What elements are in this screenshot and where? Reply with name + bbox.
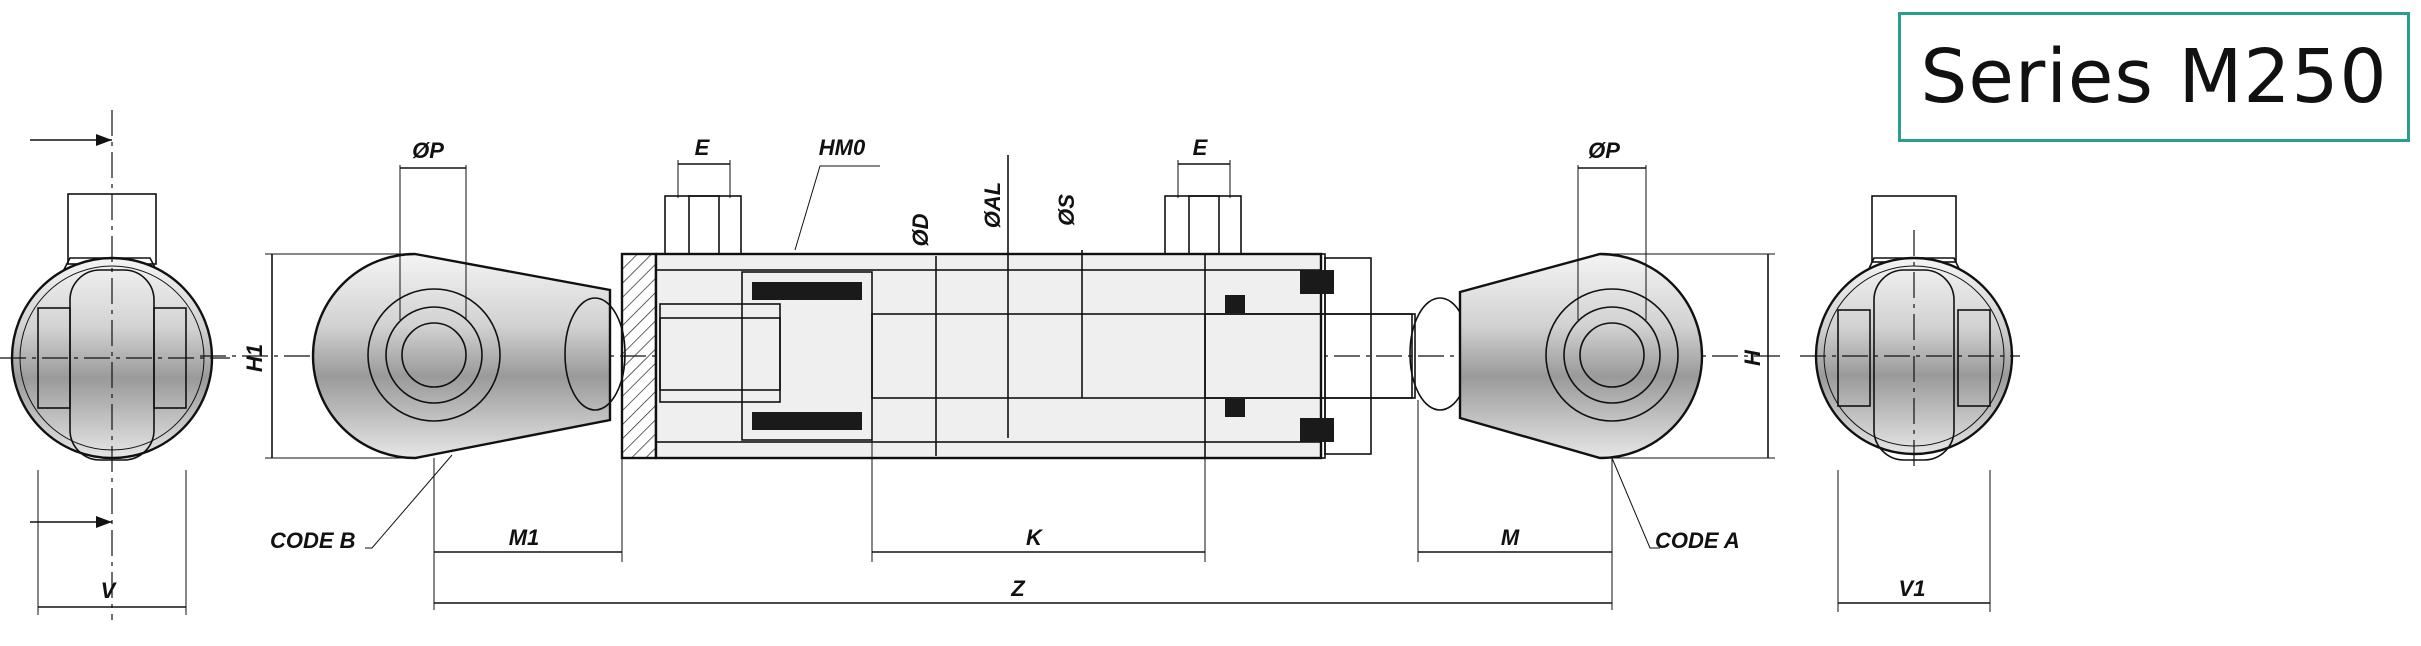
- label-code-a: CODE A: [1655, 528, 1740, 553]
- series-title: Series M250: [1920, 34, 2388, 120]
- label-h: H: [1740, 349, 1765, 366]
- dim-phi-p-right: [1577, 165, 1647, 320]
- label-m: M: [1501, 525, 1520, 550]
- label-k: K: [1026, 525, 1044, 550]
- label-phi-s: ØS: [1054, 194, 1079, 226]
- dim-h1: [265, 253, 415, 459]
- dim-phi-p-left: [399, 165, 467, 320]
- cylinder-body: [200, 195, 1780, 460]
- label-phi-al: ØAL: [980, 182, 1005, 228]
- label-m1: M1: [509, 525, 540, 550]
- left-side-view: [0, 110, 230, 620]
- label-e-right: E: [1193, 135, 1209, 160]
- series-title-box: Series M250: [1898, 12, 2410, 142]
- dim-h: [1610, 253, 1775, 459]
- label-phi-p-left: ØP: [412, 138, 444, 163]
- extension-lines: [433, 400, 1613, 610]
- label-phi-d: ØD: [908, 213, 933, 246]
- dim-e-left: [677, 160, 731, 198]
- label-hm0: HM0: [819, 135, 866, 160]
- label-phi-p-right: ØP: [1588, 138, 1620, 163]
- leader-code-a: [1611, 457, 1660, 549]
- dim-v1: V1: [1899, 576, 1926, 601]
- right-side-view: [1800, 195, 2020, 612]
- label-code-b: CODE B: [270, 528, 356, 553]
- leader-code-b: [365, 454, 453, 549]
- leader-hm0: [794, 165, 880, 251]
- label-h1: H1: [242, 344, 267, 372]
- label-e-left: E: [695, 135, 711, 160]
- dim-e-right: [1177, 160, 1231, 198]
- dim-v: V: [101, 578, 118, 603]
- label-z: Z: [1010, 576, 1026, 601]
